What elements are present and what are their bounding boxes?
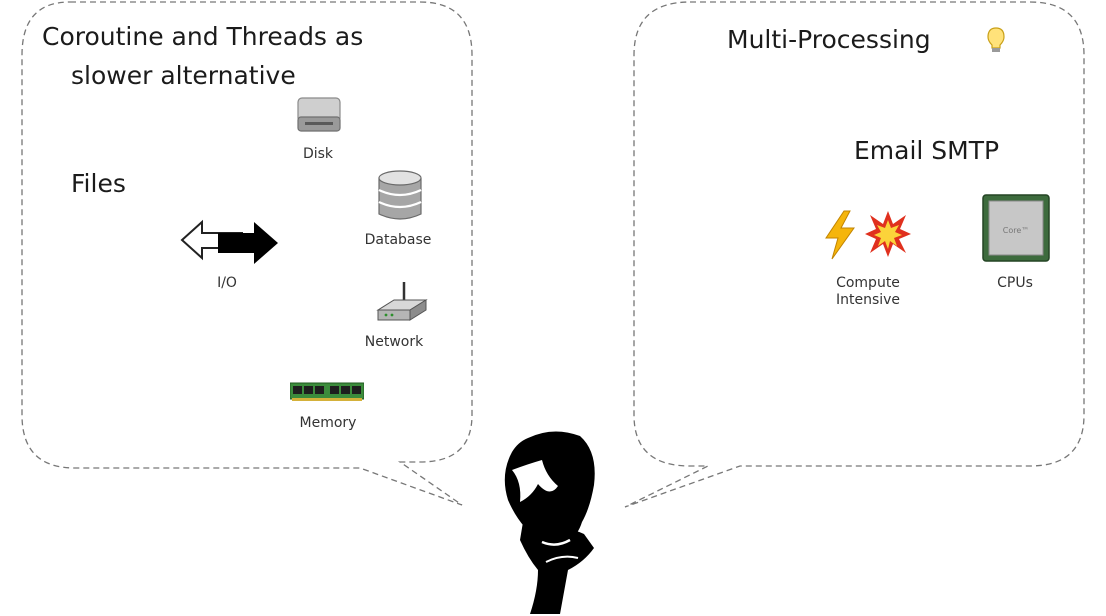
compute-intensive-label: Compute Intensive xyxy=(820,275,916,309)
network-label: Network xyxy=(364,334,424,350)
io-label: I/O xyxy=(217,275,237,291)
network-router-icon xyxy=(376,282,428,321)
files-label: Files xyxy=(71,169,126,198)
lightning-bolt-icon xyxy=(825,210,855,260)
io-arrow-icon xyxy=(180,219,278,264)
database-icon xyxy=(378,170,422,220)
multiprocessing-title: Multi-Processing xyxy=(727,25,931,54)
left-title-line2: slower alternative xyxy=(71,61,296,90)
memory-label: Memory xyxy=(299,415,357,431)
memory-module-icon xyxy=(290,382,364,401)
collision-icon xyxy=(865,211,911,257)
email-smtp-label: Email SMTP xyxy=(854,136,1000,165)
right-thought-bubble xyxy=(624,1,1085,508)
left-title-line1: Coroutine and Threads as xyxy=(42,22,364,51)
thinking-person-icon xyxy=(504,431,595,614)
cpu-chip-text: Core™ xyxy=(1003,226,1030,235)
cpus-label: CPUs xyxy=(997,275,1033,291)
left-thought-bubble xyxy=(21,1,473,506)
compute-label-line1: Compute xyxy=(836,275,900,291)
database-label: Database xyxy=(364,232,432,248)
disk-label: Disk xyxy=(302,146,334,162)
disk-icon xyxy=(297,97,341,132)
lightbulb-icon xyxy=(987,27,1005,52)
cpu-chip-icon: Core™ xyxy=(982,194,1050,262)
compute-label-line2: Intensive xyxy=(835,292,901,308)
